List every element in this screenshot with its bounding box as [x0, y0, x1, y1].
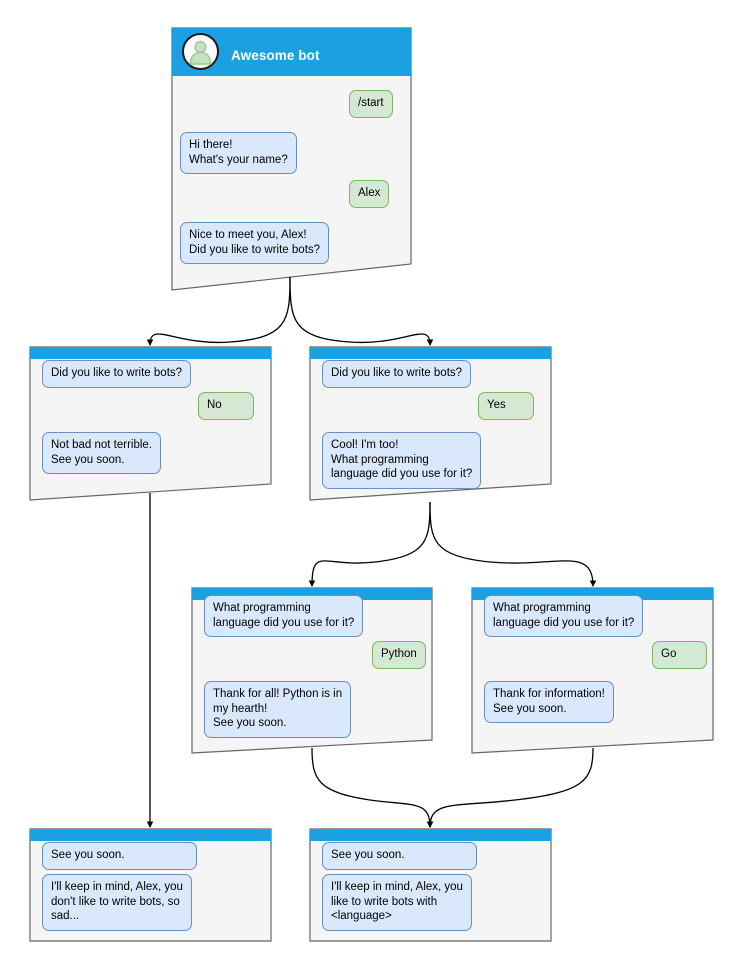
message-bubble-bot: Nice to meet you, Alex! Did you like to …: [180, 222, 330, 264]
connector-go-to-end-yes: [426, 747, 594, 829]
message-bubble-bot: I'll keep in mind, Alex, you like to wri…: [322, 874, 472, 931]
node-end-yes[interactable]: See you soon. I'll keep in mind, Alex, y…: [310, 829, 551, 941]
node-python-branch[interactable]: What programming language did you use fo…: [192, 588, 432, 748]
person-avatar-icon: [182, 33, 219, 70]
connector-python-to-end-yes: [311, 747, 434, 829]
message-bubble-bot: Cool! I'm too! What programming language…: [322, 432, 482, 489]
message-bubble-user: Go: [652, 641, 707, 669]
node-end-yes-header-bar: [310, 829, 551, 841]
message-bubble-bot: What programming language did you use fo…: [484, 595, 644, 637]
message-bubble-bot: See you soon.: [322, 842, 477, 870]
node-end-no[interactable]: See you soon. I'll keep in mind, Alex, y…: [30, 829, 271, 941]
message-bubble-user: Yes: [478, 392, 534, 420]
message-bubble-bot: Did you like to write bots?: [322, 360, 472, 388]
node-end-no-header-bar: [30, 829, 271, 841]
message-bubble-bot: What programming language did you use fo…: [204, 595, 364, 637]
message-bubble-bot: Not bad not terrible. See you soon.: [42, 432, 162, 474]
message-bubble-user: Python: [372, 641, 426, 669]
message-bubble-bot: See you soon.: [42, 842, 197, 870]
message-bubble-user: /start: [349, 90, 393, 118]
connector-root-to-no: [146, 276, 291, 347]
node-root-title: Awesome bot: [231, 48, 320, 63]
message-bubble-bot: Hi there! What's your name?: [180, 132, 297, 174]
connector-yes-to-python: [308, 501, 431, 588]
message-bubble-bot: Thank for information! See you soon.: [484, 681, 614, 723]
node-yes-header-bar: [310, 347, 551, 359]
message-bubble-bot: I'll keep in mind, Alex, you don't like …: [42, 874, 192, 931]
connector-root-to-yes: [289, 276, 434, 347]
node-yes-branch[interactable]: Did you like to write bots? Yes Cool! I'…: [310, 347, 551, 497]
node-go-branch[interactable]: What programming language did you use fo…: [472, 588, 713, 748]
connector-yes-to-go: [429, 501, 597, 588]
node-root[interactable]: Awesome bot /start Hi there! What's your…: [172, 28, 412, 290]
node-no-branch[interactable]: Did you like to write bots? No Not bad n…: [30, 347, 271, 497]
message-bubble-bot: Thank for all! Python is in my hearth! S…: [204, 681, 352, 738]
message-bubble-user: No: [198, 392, 254, 420]
node-no-header-bar: [30, 347, 271, 359]
message-bubble-user: Alex: [349, 180, 390, 208]
message-bubble-bot: Did you like to write bots?: [42, 360, 192, 388]
